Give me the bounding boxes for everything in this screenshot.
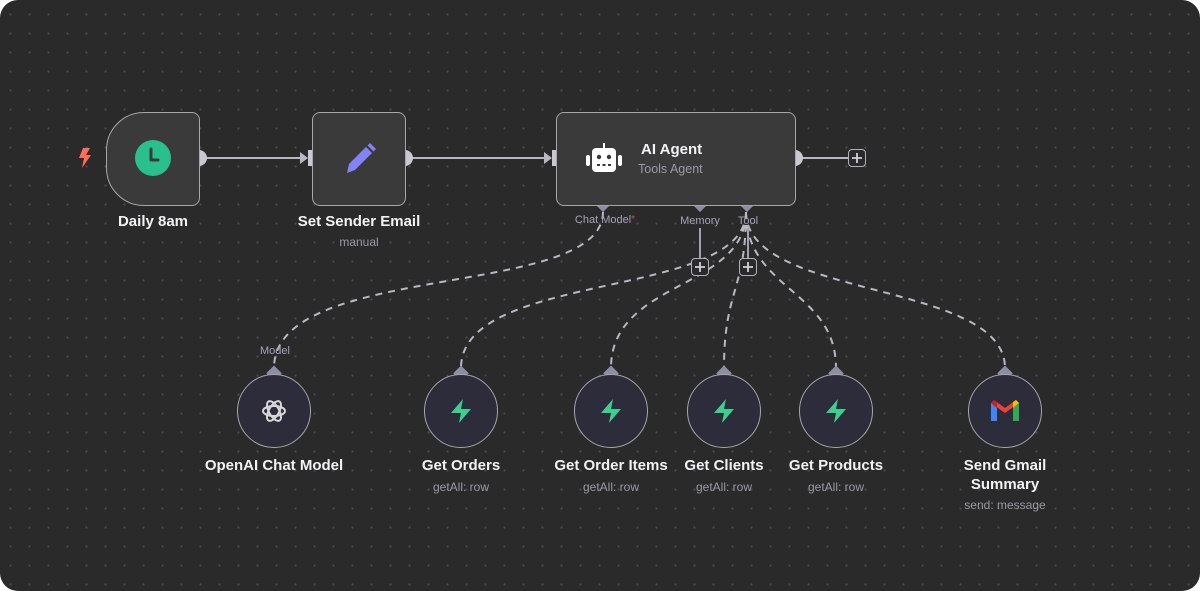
node-title: AI Agent: [641, 141, 703, 158]
node-title: Daily 8am: [117, 213, 189, 230]
node-title: Get Clients: [684, 457, 764, 474]
supabase-icon: [601, 399, 621, 423]
node-get-order-items[interactable]: [574, 374, 648, 448]
set-input-handle[interactable]: [308, 150, 314, 166]
node-send-gmail-summary[interactable]: [968, 374, 1042, 448]
edge-tool-order-items[interactable]: [610, 211, 747, 369]
port-label-text: Chat Model: [574, 214, 632, 226]
supabase-icon: [826, 399, 846, 423]
node-get-products[interactable]: [799, 374, 873, 448]
trigger-bolt-icon: [76, 146, 94, 170]
openai-icon: [262, 400, 286, 422]
plus-icon: [743, 262, 753, 272]
node-openai-chat-model[interactable]: [237, 374, 311, 448]
clock-icon: [135, 140, 171, 176]
plus-icon: [852, 153, 862, 163]
arrow-into-agent: [544, 152, 552, 164]
node-title: Get Orders: [421, 457, 501, 474]
node-title-line1: Send Gmail: [963, 457, 1047, 474]
port-label-memory: Memory: [680, 215, 720, 227]
agent-input-handle[interactable]: [552, 150, 558, 166]
gmail-icon: [991, 400, 1019, 421]
node-title: Set Sender Email: [297, 213, 421, 230]
add-memory-button[interactable]: [691, 258, 709, 276]
node-title: Get Products: [788, 457, 884, 474]
pencil-icon: [339, 139, 379, 179]
add-tool-button[interactable]: [739, 258, 757, 276]
node-subtitle: send: message: [964, 498, 1046, 512]
port-label-tool: Tool: [737, 215, 759, 227]
edge-tool-products[interactable]: [745, 211, 837, 369]
node-subtitle: getAll: row: [582, 480, 640, 494]
arrow-into-set: [300, 152, 308, 164]
node-subtitle: Tools Agent: [638, 162, 703, 176]
plus-icon: [695, 262, 705, 272]
port-label-chat-model: Chat Model*: [575, 214, 635, 226]
node-title: OpenAI Chat Model: [204, 457, 344, 474]
supabase-icon: [451, 399, 471, 423]
add-next-node-button[interactable]: [848, 149, 866, 167]
required-marker: *: [631, 214, 636, 225]
node-get-clients[interactable]: [687, 374, 761, 448]
node-subtitle: getAll: row: [807, 480, 865, 494]
supabase-icon: [714, 399, 734, 423]
node-subtitle: manual: [339, 235, 379, 249]
node-subtitle: getAll: row: [695, 480, 753, 494]
node-title-line2: Summary: [970, 476, 1040, 493]
node-get-orders[interactable]: [424, 374, 498, 448]
edge-tool-gmail[interactable]: [745, 211, 1006, 369]
robot-icon: [584, 143, 624, 175]
port-label-model: Model: [260, 345, 290, 357]
edge-model[interactable]: [273, 211, 604, 369]
edge-tool-orders[interactable]: [460, 211, 747, 369]
node-title: Get Order Items: [554, 457, 668, 474]
node-subtitle: getAll: row: [432, 480, 490, 494]
edge-tool-clients[interactable]: [723, 211, 747, 369]
